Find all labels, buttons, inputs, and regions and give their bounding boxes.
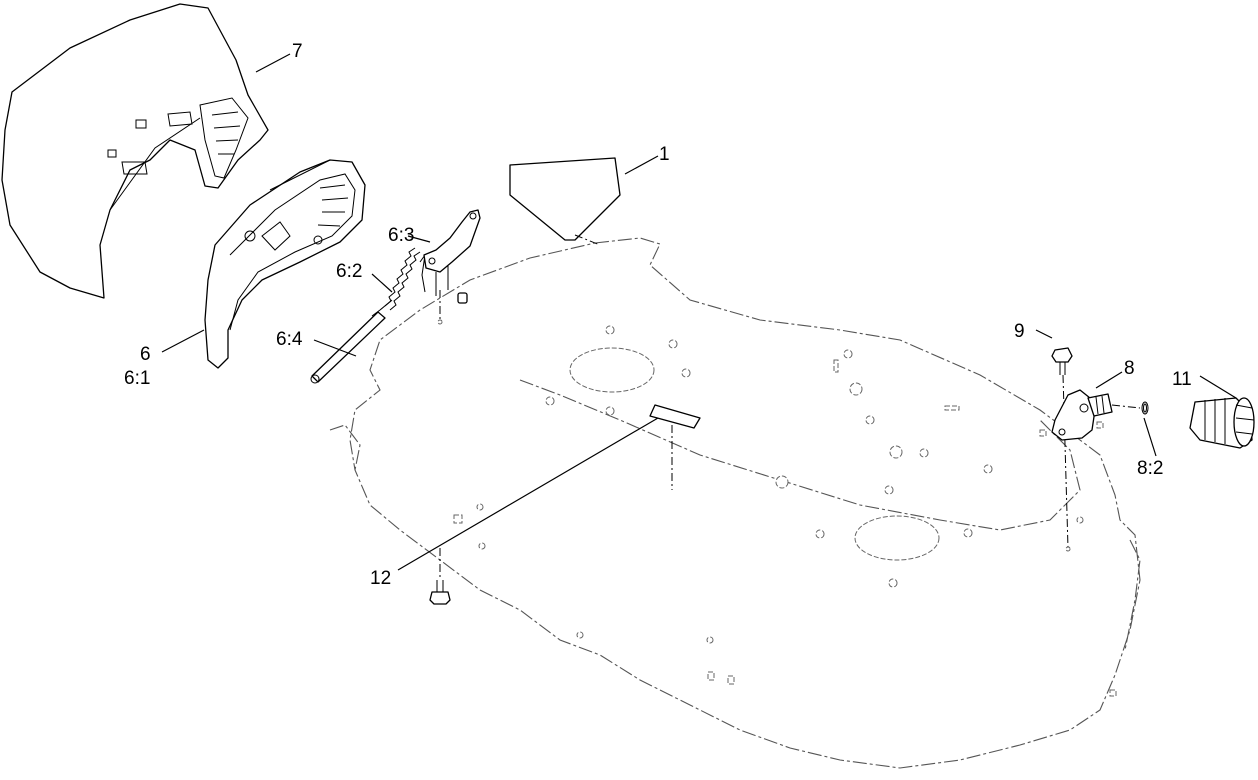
callout-1: 1 xyxy=(659,144,670,165)
part-6-3-bracket xyxy=(423,209,481,325)
callout-8: 8 xyxy=(1124,358,1135,379)
part-8-2-o-ring xyxy=(1141,401,1149,415)
callout-6-4: 6:4 xyxy=(276,329,303,350)
callout-9: 9 xyxy=(1014,321,1025,342)
callout-6: 6 xyxy=(140,344,151,365)
callout-11: 11 xyxy=(1172,369,1192,390)
leader-8 xyxy=(1095,371,1123,389)
part-6-4-rod xyxy=(310,311,386,384)
callout-6-1: 6:1 xyxy=(124,368,150,389)
leader-7 xyxy=(255,53,291,73)
part-6-deflector xyxy=(204,159,366,369)
leader-1 xyxy=(624,155,659,175)
leader-12 xyxy=(397,417,659,571)
deck-bolt xyxy=(429,548,451,605)
leader-6-3 xyxy=(407,235,431,243)
leader-6-4 xyxy=(313,339,357,357)
callout-7: 7 xyxy=(292,41,303,62)
leader-11 xyxy=(1199,375,1237,399)
part-8-fitting xyxy=(1051,389,1141,441)
mower-deck xyxy=(329,237,1141,769)
leader-8-2 xyxy=(1143,417,1157,457)
leader-6 xyxy=(161,329,205,353)
part-12-decal xyxy=(649,404,701,490)
callout-12: 12 xyxy=(370,568,391,589)
callout-8-2: 8:2 xyxy=(1137,458,1163,479)
part-6-2-spring xyxy=(371,247,426,317)
leader-9 xyxy=(1035,329,1053,339)
part-7-side-shield xyxy=(1,3,269,299)
leader-lines xyxy=(161,53,1237,571)
leader-6-2 xyxy=(371,273,393,293)
callout-6-2: 6:2 xyxy=(336,261,362,282)
part-11-cap xyxy=(1189,397,1255,449)
part-1-decal xyxy=(509,157,621,246)
callout-labels: 7 1 6:3 6:2 6:4 6 6:1 9 8 8:2 11 12 xyxy=(124,41,1192,589)
callout-6-3: 6:3 xyxy=(388,225,414,246)
